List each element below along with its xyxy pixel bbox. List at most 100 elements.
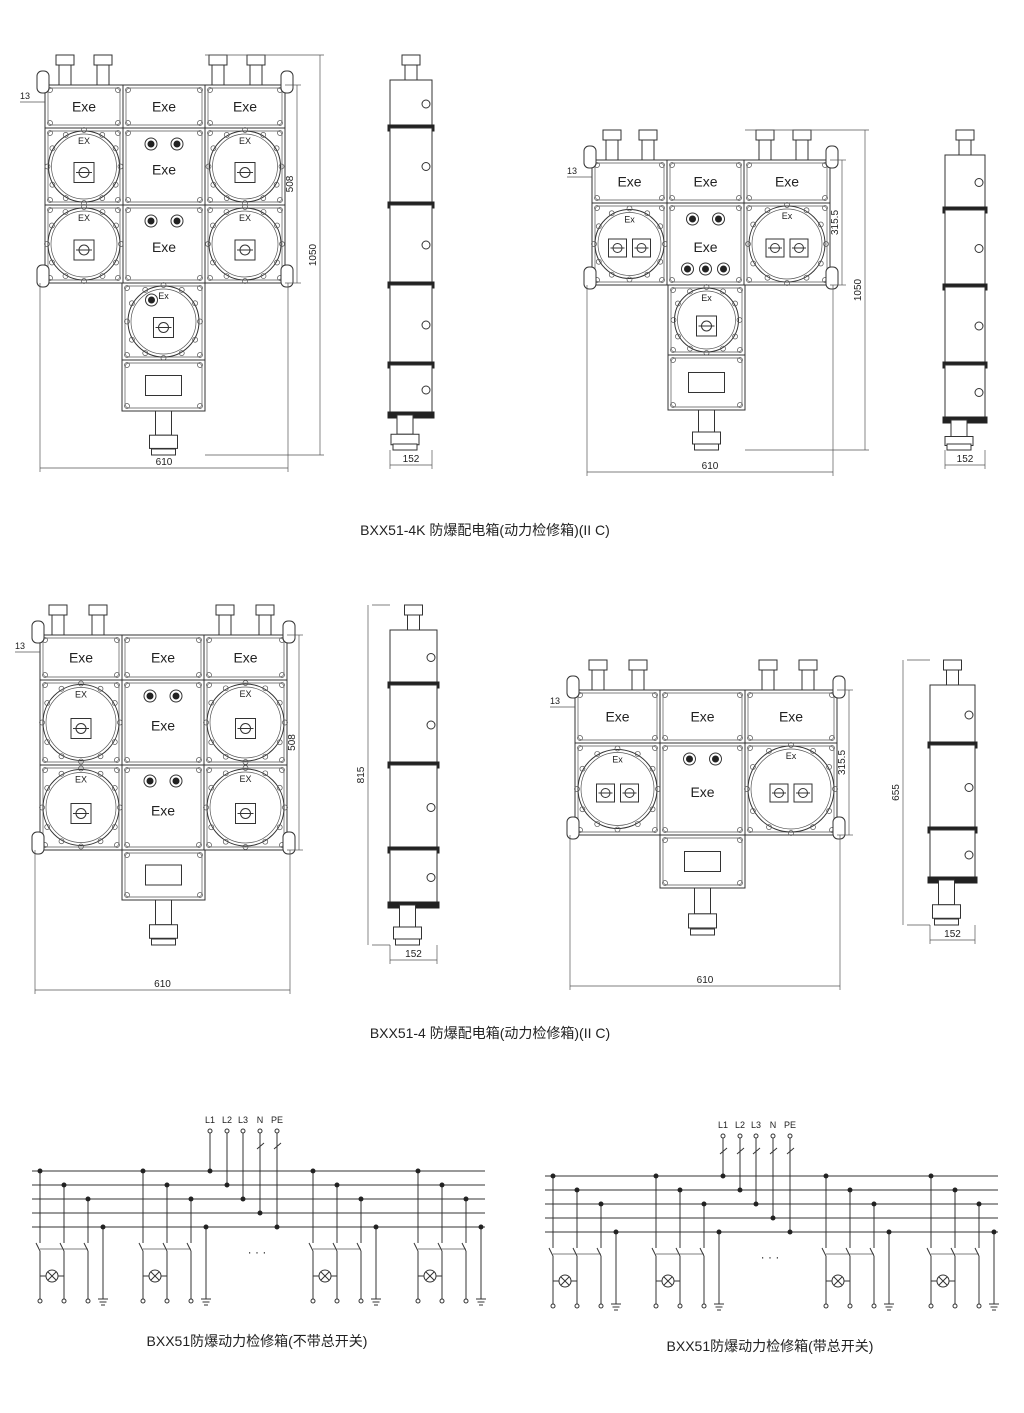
ex-mark: EX [239,689,251,699]
panel-cover [207,87,283,126]
dimension-value: 655 [891,784,902,801]
breaker-contact [926,1247,932,1257]
flange-bolt-icon [687,288,693,295]
dimension-vertical: 1050 [745,129,869,451]
side-section [929,744,976,831]
breaker-contact [437,1242,443,1252]
indicator-button-icon [169,689,183,703]
flange-bolt-icon [208,699,215,706]
breaker-contact [356,1242,362,1252]
terminal-label: PE [271,1115,283,1125]
bolt-icon [197,892,203,898]
socket-body [698,409,715,433]
mounting-lug [825,145,839,169]
bolt-icon [207,130,213,136]
flange-bolt-icon [634,751,641,757]
cable-gland [588,659,608,691]
mounting-lug [825,266,839,290]
outlet-group [651,1173,724,1311]
side-knob-icon [421,99,431,109]
rotary-switch-icon [234,239,256,261]
flange-bolt-icon [260,195,267,201]
flange-bolt-icon [58,838,65,845]
panel-exeBtn2: Exe [659,742,746,836]
flange-bolt-icon [208,784,215,791]
switch-contact [256,1142,265,1150]
indicator-lamp-icon [173,140,181,148]
terminal-label: L3 [751,1120,761,1130]
flange-bolt-icon [97,770,104,777]
junction-dot [952,1187,958,1193]
gland-nut [208,54,228,66]
panel-cover [669,162,742,201]
panel-frame [574,689,661,744]
flange-bolt-icon [670,317,677,323]
panel-frame [44,204,124,284]
dimension-value: 508 [287,734,298,751]
bolt-icon [206,757,212,763]
bolt-icon [277,120,283,126]
rotary-switch-icon [73,162,95,183]
flange-bolt-icon [745,241,751,247]
flange-bolt-icon [626,205,633,212]
gland-body [591,669,605,691]
ex-mark: EX [78,213,90,223]
junction-dot [871,1201,877,1207]
junction-dot [257,1210,263,1216]
terminal-icon [770,1133,776,1139]
flange-bolt-icon [657,258,664,265]
flange-bolt-icon [111,700,118,706]
indicator-lamp-icon [715,215,722,223]
panel-cover [746,162,828,201]
gland-nut [638,129,658,141]
indicator-lamp-icon [148,296,155,304]
caption-text: BXX51-4K 防爆配电箱(动力检修箱)(II C) [360,522,610,538]
flange-bolt-icon [703,284,710,290]
panel-frame [121,849,206,901]
bolt-icon [652,735,658,741]
flange-bolt-icon [644,271,651,278]
terminal-icon [310,1298,316,1304]
side-section [389,764,438,851]
dimension-horizontal: 610 [569,835,841,990]
panel-cover [594,162,665,201]
flange-bolt-icon [203,804,209,811]
junction-dot [574,1187,580,1193]
panel-cover [577,692,658,741]
terminal-icon [928,1303,934,1309]
round-cover [747,745,835,833]
ex-mark: Ex [782,211,793,221]
junction-dot [991,1229,997,1235]
flange-bolt-icon [242,127,248,133]
bolt-icon [197,852,203,858]
gland-body [761,669,775,691]
round-cover [594,209,665,279]
ex-mark: EX [78,136,90,146]
switch-contact [719,1147,728,1155]
breaker-contact [461,1242,467,1252]
gland-nut [55,54,75,66]
mounting-lug [31,831,45,855]
flange-bolt-icon [634,821,641,827]
nameplate [684,851,721,872]
junction-dot [847,1187,853,1193]
panel-frame [121,359,206,412]
panel-frame [122,84,206,129]
socket-collar [688,913,717,929]
dimension-horizontal: 152 [389,450,433,469]
bolt-icon [662,880,668,886]
bolt-icon [124,637,130,643]
exe-label: Exe [605,709,629,725]
figure-2-caption: BXX51-4 防爆配电箱(动力检修箱)(II C) [370,1025,610,1041]
side-section [389,364,433,416]
flange-bolt-icon [595,258,602,265]
indicator-lamp-icon [146,692,154,700]
terminal-label: L2 [735,1120,745,1130]
round-cover [208,207,282,281]
flange-bolt-icon [766,824,772,830]
flange-bolt-icon [657,223,664,230]
mounting-lug [282,831,296,855]
indicator-button-icon [169,774,183,788]
flange-bolt-icon [614,745,621,752]
bolt-icon [652,745,658,751]
